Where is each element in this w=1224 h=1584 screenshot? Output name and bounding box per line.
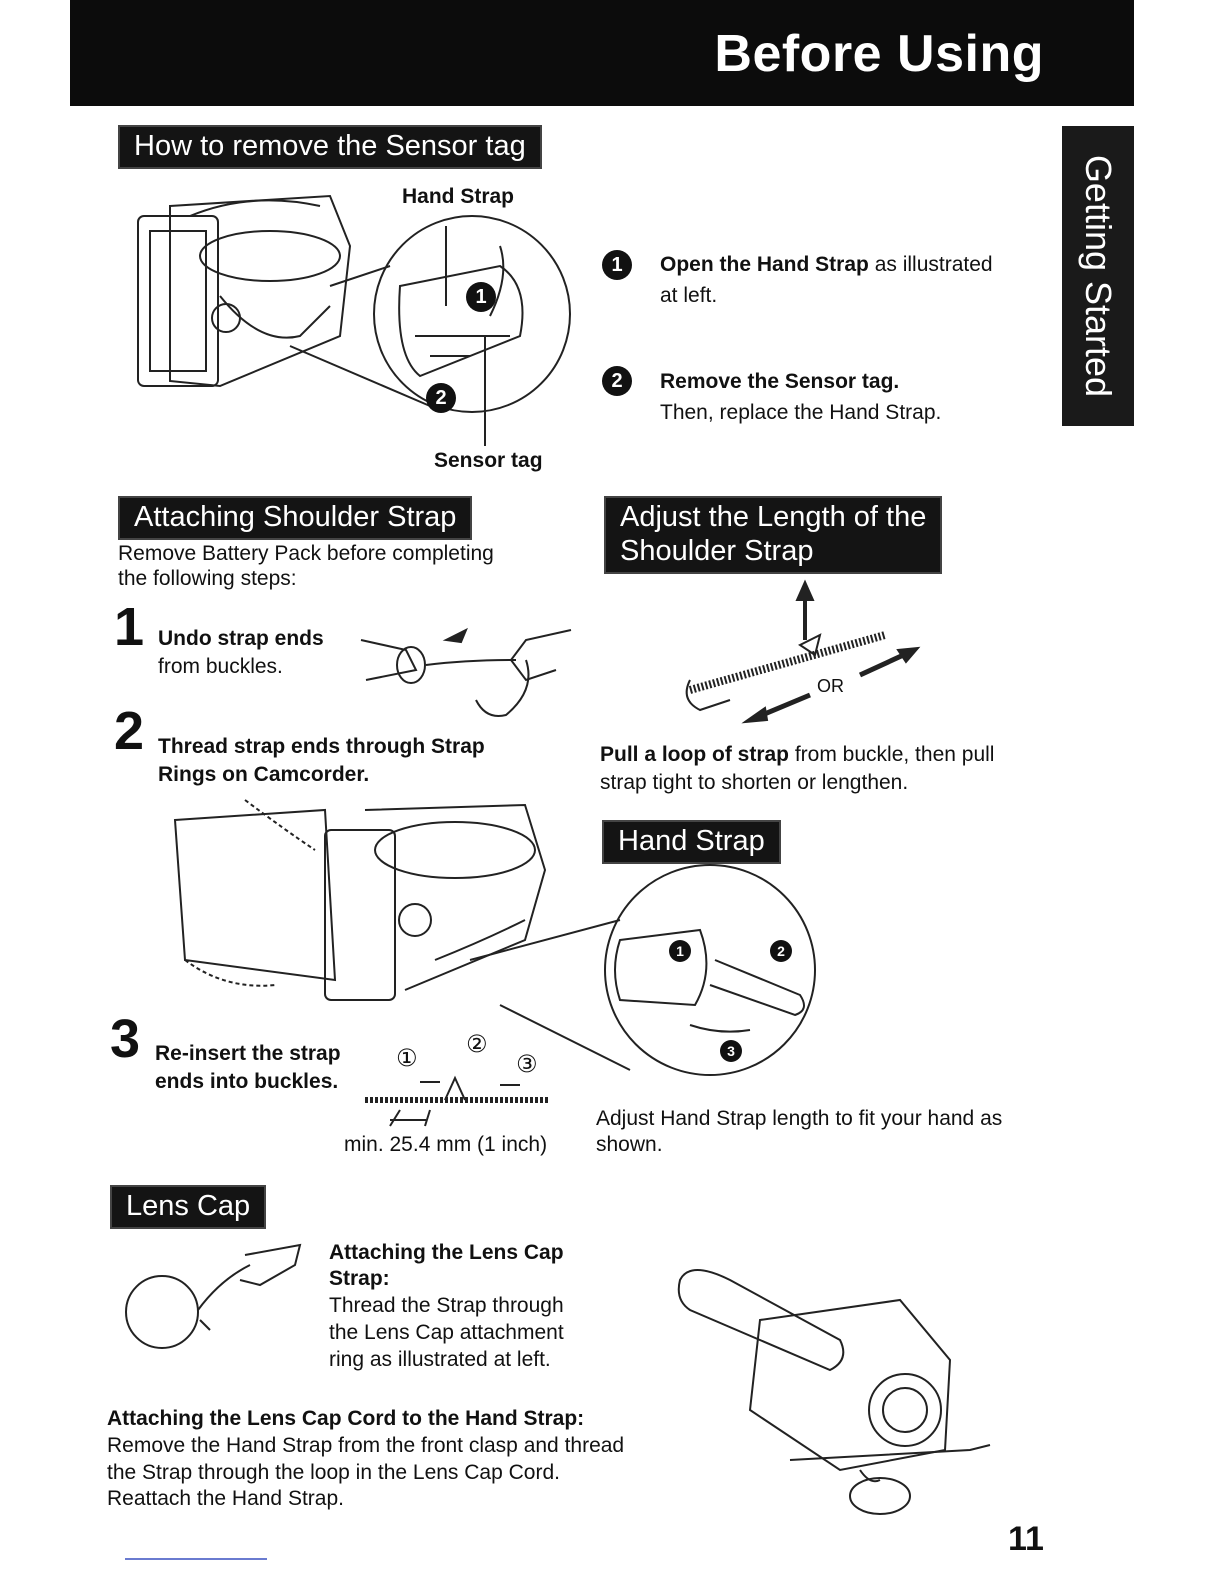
shoulder-step-2-number: 2 — [114, 701, 145, 761]
sensor-step-1-line2: at left. — [660, 284, 718, 307]
step-2-badge: 2 — [602, 366, 632, 396]
hand-step-3-badge: 3 — [720, 1040, 742, 1062]
shoulder-step-1-line2: from buckles. — [158, 655, 283, 678]
shoulder-step-3-line2: ends into buckles. — [155, 1070, 339, 1093]
buckle-label-3: ① — [396, 1045, 418, 1072]
adjust-text-line2: strap tight to shorten or lengthen. — [600, 771, 909, 794]
hand-step-2-badge: 2 — [770, 940, 792, 962]
callout-hand-strap: Hand Strap — [402, 185, 515, 208]
buckle-label-1: ③ — [516, 1051, 538, 1078]
header-bar: Before Using — [70, 0, 1134, 106]
min-length-note: min. 25.4 mm (1 inch) — [344, 1133, 548, 1156]
lens-cap-strap-title-line2: Strap: — [329, 1267, 390, 1290]
section-heading-lens-cap: Lens Cap — [110, 1185, 267, 1229]
lens-cap-cord-title: Attaching the Lens Cap Cord to the Hand … — [107, 1407, 585, 1430]
hand-strap-text-line2: shown. — [596, 1133, 663, 1156]
hand-strap-text-line1: Adjust Hand Strap length to fit your han… — [596, 1107, 1003, 1130]
section-heading-shoulder-strap: Attaching Shoulder Strap — [118, 496, 473, 540]
camcorder-sensor-illustration — [137, 194, 571, 446]
shoulder-step-3-line1: Re-insert the strap — [155, 1042, 341, 1065]
adjust-strap-illustration — [685, 579, 921, 724]
lens-cap-strap-line1: Thread the Strap through — [329, 1294, 564, 1317]
strap-ends-illustration — [360, 627, 572, 717]
lens-cap-strap-line3: ring as illustrated at left. — [329, 1348, 551, 1371]
adjust-heading-line1: Adjust the Length of the — [620, 501, 927, 533]
shoulder-step-1-title: Undo strap ends — [158, 627, 324, 650]
buckle-illustration — [365, 1075, 550, 1127]
side-tab: Getting Started — [1062, 126, 1134, 426]
hand-step-1-badge: 1 — [669, 940, 691, 962]
section-heading-adjust-length: Adjust the Length of the Shoulder Strap — [604, 496, 943, 574]
step-1-badge: 1 — [602, 250, 632, 280]
lens-cap-strap-line2: the Lens Cap attachment — [329, 1321, 564, 1344]
shoulder-step-2-line1: Thread strap ends through Strap — [158, 735, 485, 758]
shoulder-intro-line2: the following steps: — [118, 567, 297, 590]
page-number: 11 — [1008, 1520, 1044, 1558]
footer-rule — [125, 1558, 267, 1560]
hand-strap-illustration — [469, 864, 816, 1076]
shoulder-step-3-number: 3 — [110, 1009, 141, 1069]
lens-cap-cord-line3: Reattach the Hand Strap. — [107, 1487, 344, 1510]
or-label: OR — [817, 676, 844, 696]
lens-cap-cord-line2: the Strap through the loop in the Lens C… — [107, 1461, 560, 1484]
adjust-text-line1: Pull a loop of strap from buckle, then p… — [600, 743, 995, 766]
sensor-step-2-title: Remove the Sensor tag. — [660, 370, 900, 393]
lens-cap-cord-line1: Remove the Hand Strap from the front cla… — [107, 1434, 625, 1457]
adjust-heading-line2: Shoulder Strap — [620, 535, 814, 567]
shoulder-step-2-line2: Rings on Camcorder. — [158, 763, 370, 786]
callout-sensor-tag: Sensor tag — [434, 449, 543, 472]
lens-cap-strap-illustration — [125, 1243, 302, 1349]
sensor-step-2-line2: Then, replace the Hand Strap. — [660, 401, 942, 424]
side-tab-label: Getting Started — [1078, 154, 1119, 398]
shoulder-step-1-number: 1 — [114, 597, 145, 657]
lens-cap-strap-title-line1: Attaching the Lens Cap — [329, 1241, 564, 1264]
shoulder-intro-line1: Remove Battery Pack before completing — [118, 542, 494, 565]
sensor-step-1-text: Open the Hand Strap as illustrated — [660, 253, 993, 276]
illus-step-1-badge: 1 — [466, 282, 496, 312]
section-heading-sensor-tag: How to remove the Sensor tag — [118, 125, 542, 169]
camcorder-lens-cap-illustration — [677, 1269, 991, 1515]
camcorder-strap-rings-illustration — [173, 799, 547, 1001]
illus-step-2-badge: 2 — [426, 383, 456, 413]
buckle-label-2: ② — [466, 1031, 488, 1058]
section-heading-hand-strap: Hand Strap — [602, 820, 781, 864]
page-title: Before Using — [714, 25, 1044, 83]
